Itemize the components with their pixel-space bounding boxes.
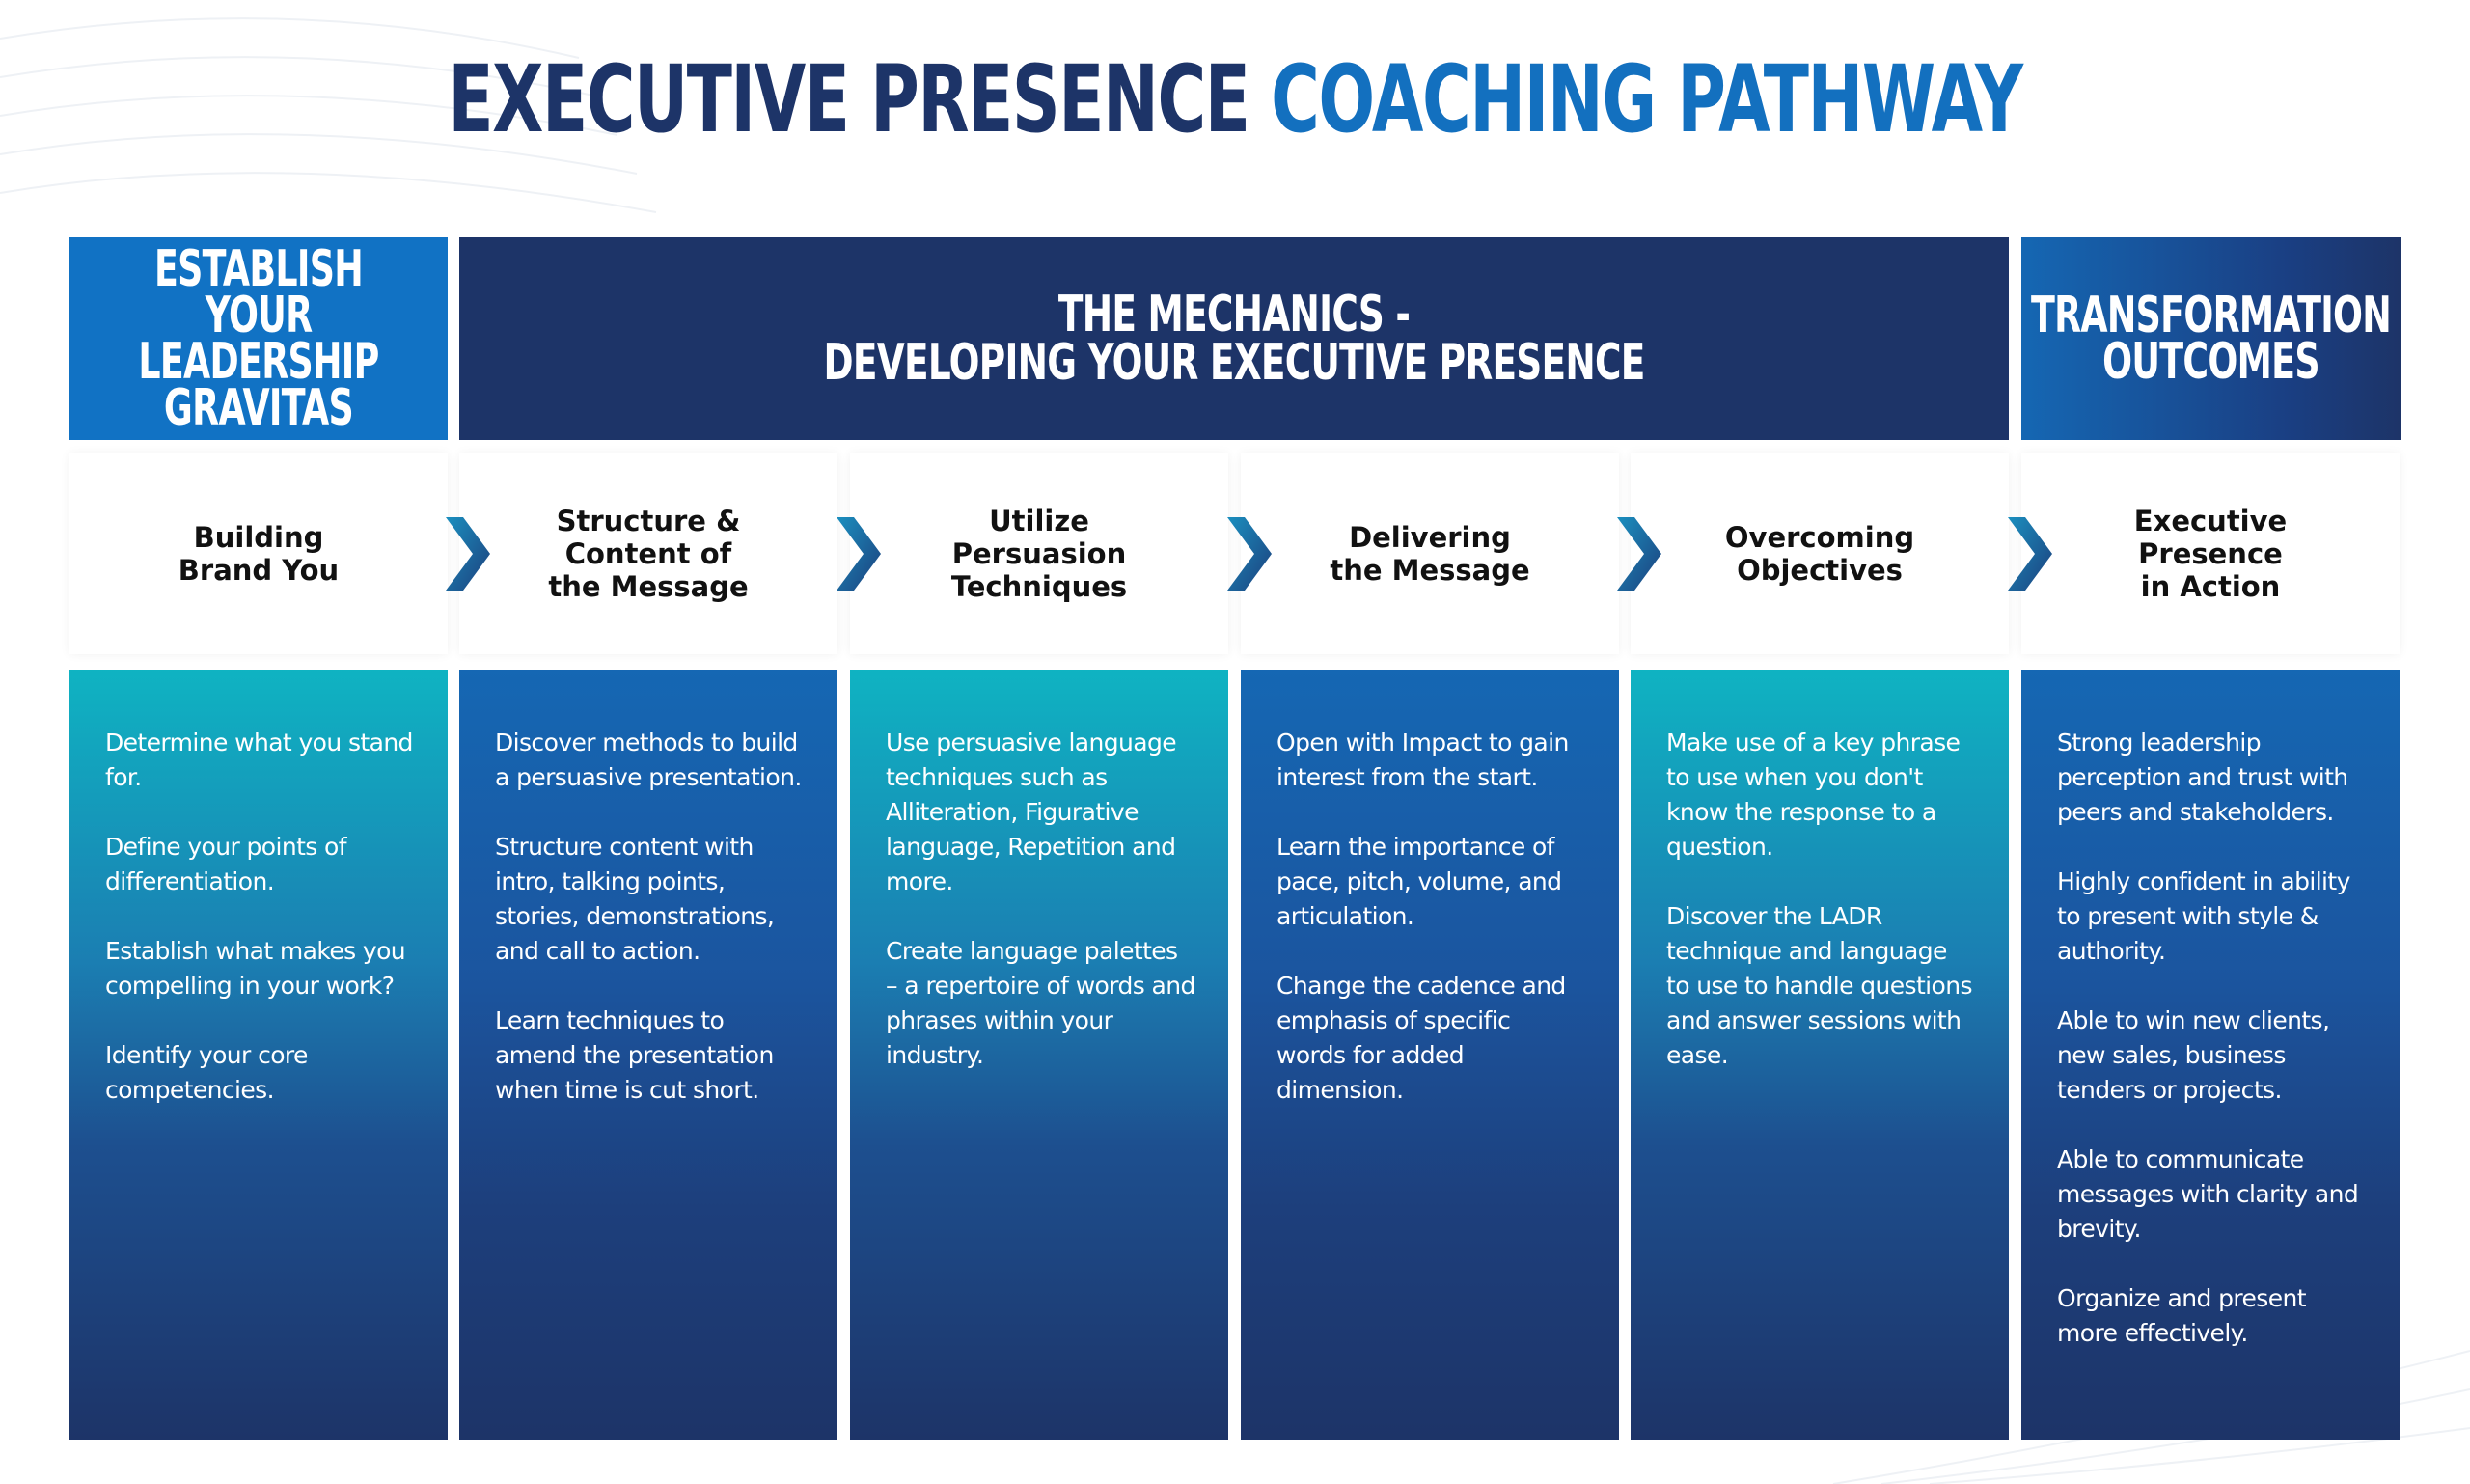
header-the-mechanics-label: THE MECHANICS - DEVELOPING YOUR EXECUTIV… [823, 286, 1645, 392]
column-building-brand-you: Determine what you stand for. Define you… [69, 670, 448, 1440]
column-1-item-3: Establish what makes you compelling in y… [105, 937, 406, 1000]
chevron-right-icon [1227, 517, 1272, 591]
column-overcoming-objectives: Make use of a key phrase to use when you… [1631, 670, 2009, 1440]
header-the-mechanics: THE MECHANICS - DEVELOPING YOUR EXECUTIV… [459, 237, 2009, 440]
header-establish-gravitas: ESTABLISH YOUR LEADERSHIP GRAVITAS [69, 237, 448, 440]
column-3-item-1: Use persuasive language techniques such … [886, 728, 1177, 895]
column-4-item-3: Change the cadence and emphasis of speci… [1276, 972, 1566, 1104]
header-transformation-outcomes-label: TRANSFORMATION OUTCOMES [2030, 287, 2392, 391]
header-establish-gravitas-label: ESTABLISH YOUR LEADERSHIP GRAVITAS [138, 240, 379, 437]
column-1-item-1: Determine what you stand for. [105, 728, 413, 791]
column-6-item-2: Highly confident in ability to present w… [2057, 867, 2350, 965]
column-6-item-3: Able to win new clients, new sales, busi… [2057, 1006, 2330, 1104]
column-1-item-4: Identify your core competencies. [105, 1041, 308, 1104]
column-2-item-1: Discover methods to build a persuasive p… [495, 728, 802, 791]
chevron-right-icon [837, 517, 881, 591]
column-2-item-3: Learn techniques to amend the presentati… [495, 1006, 774, 1104]
step-label-2: Structure & Content of the Message [548, 505, 749, 603]
chevron-right-icon [2008, 517, 2052, 591]
page-title: EXECUTIVE PRESENCE COACHING PATHWAY [345, 46, 2124, 152]
column-5-item-2: Discover the LADR technique and language… [1666, 902, 1972, 1069]
column-1-item-2: Define your points of differentiation. [105, 833, 347, 895]
chevron-right-icon [446, 517, 490, 591]
title-part-2: COACHING PATHWAY [1271, 45, 2023, 153]
column-3-item-2: Create language palettes – a repertoire … [886, 937, 1195, 1069]
column-delivering-message: Open with Impact to gain interest from t… [1241, 670, 1619, 1440]
step-card-2: Structure & Content of the Message [459, 453, 837, 654]
step-label-3: Utilize Persuasion Techniques [950, 505, 1128, 603]
step-label-1: Building Brand You [178, 521, 340, 587]
column-4-item-1: Open with Impact to gain interest from t… [1276, 728, 1569, 791]
column-2-item-2: Structure content with intro, talking po… [495, 833, 775, 965]
column-5-item-1: Make use of a key phrase to use when you… [1666, 728, 1961, 861]
step-card-6: Executive Presence in Action [2021, 453, 2400, 654]
step-label-6: Executive Presence in Action [2133, 505, 2288, 603]
column-executive-presence: Strong leadership perception and trust w… [2021, 670, 2400, 1440]
step-label-5: Overcoming Objectives [1724, 521, 1915, 587]
column-6-item-4: Able to communicate messages with clarit… [2057, 1145, 2359, 1243]
step-label-4: Delivering the Message [1330, 521, 1530, 587]
step-card-4: Delivering the Message [1241, 453, 1619, 654]
chevron-right-icon [1617, 517, 1661, 591]
title-part-1: EXECUTIVE PRESENCE [448, 45, 1250, 153]
step-card-5: Overcoming Objectives [1631, 453, 2009, 654]
step-card-1: Building Brand You [69, 453, 448, 654]
header-transformation-outcomes: TRANSFORMATION OUTCOMES [2021, 237, 2401, 440]
column-structure-content: Discover methods to build a persuasive p… [459, 670, 837, 1440]
column-persuasion-techniques: Use persuasive language techniques such … [850, 670, 1228, 1440]
step-card-3: Utilize Persuasion Techniques [850, 453, 1228, 654]
column-4-item-2: Learn the importance of pace, pitch, vol… [1276, 833, 1562, 930]
column-6-item-5: Organize and present more effectively. [2057, 1284, 2307, 1347]
column-6-item-1: Strong leadership perception and trust w… [2057, 728, 2348, 826]
